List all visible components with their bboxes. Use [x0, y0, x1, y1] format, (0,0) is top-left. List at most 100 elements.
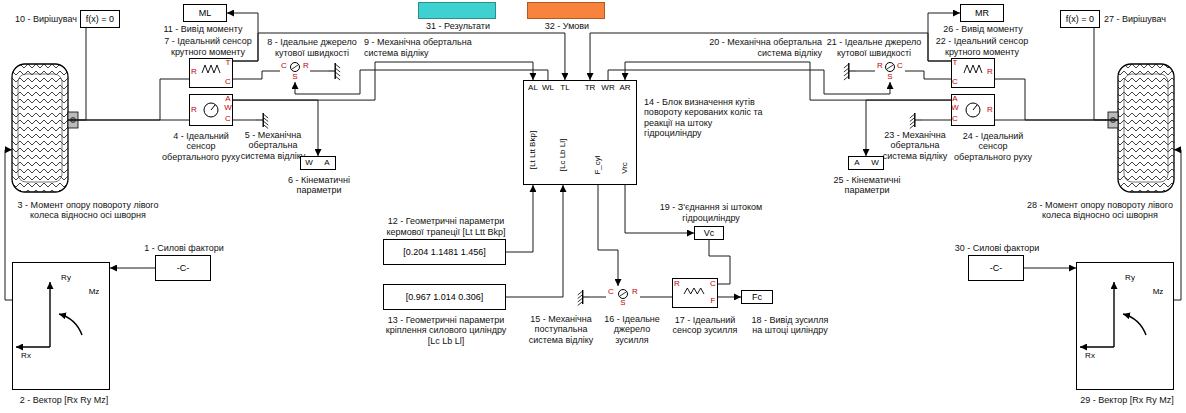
source-symbol: [886, 63, 895, 72]
reference-stem: [583, 297, 589, 298]
port-label: C: [710, 280, 716, 288]
source-arrow: [887, 65, 893, 69]
reference-hatch: [910, 121, 915, 125]
signal-label: [Lc Lb Ll]: [559, 139, 567, 171]
goto-tag: ML11 - Вивід моменту: [183, 4, 227, 22]
connector: [233, 71, 280, 79]
block-caption: 29 - Вектор [Rx Ry Mz]: [1071, 395, 1183, 405]
port-label: R: [191, 106, 197, 114]
port-label: F: [711, 297, 716, 305]
block-caption: 31 - Результати: [401, 21, 515, 31]
source-circle: [291, 63, 300, 72]
signal-label: A: [854, 159, 859, 167]
block-caption: 10 - Вирішувач: [7, 14, 77, 24]
constant-block: -C-1 - Силові фактори: [155, 255, 211, 281]
connector: [640, 296, 672, 297]
reference-symbol: [328, 63, 340, 80]
block-caption: 17 - Ідеальний сенсор зусилля: [667, 315, 743, 336]
connector: [68, 28, 86, 120]
block-caption: 16 - Ідеальне джерело зусилля: [600, 314, 664, 345]
signal-label: A: [324, 159, 329, 167]
port-label: R: [674, 280, 680, 288]
signal-label: Rx: [21, 352, 31, 360]
subsystem-block: 14 - Блок визначення кутів повороту керо…: [523, 80, 637, 185]
connector: [110, 268, 155, 269]
reference-stem: [915, 120, 922, 121]
force-vector-icon: [1080, 282, 1146, 347]
connector: [625, 62, 951, 100]
block-face: [0.967 1.014 0.306]: [384, 285, 505, 309]
translational-reference: 15 - Механічна поступальна система відлі…: [575, 290, 589, 304]
block-face: ML: [184, 5, 226, 21]
connector: [506, 185, 563, 297]
solver-block: f(x) = 027 - Вирішувач: [1060, 10, 1100, 28]
block-caption: 5 - Механічна обертальна система відліку: [240, 130, 306, 161]
vector-block: 29 - Вектор [Rx Ry Mz]: [1076, 262, 1174, 390]
reference-hatch: [263, 114, 268, 118]
reference-hatch: [844, 68, 849, 72]
mz-arc: [59, 314, 82, 335]
block-value: -C-: [990, 263, 1003, 273]
tire: [1118, 64, 1174, 192]
conditions-area: 32 - Умови: [527, 2, 605, 19]
reference-symbol: [578, 290, 589, 306]
block-value: Fc: [752, 292, 762, 302]
signal-label: Mz: [89, 288, 100, 296]
signal-label: Rx: [1085, 352, 1095, 360]
connector: [598, 185, 618, 286]
signal-label: Ry: [61, 274, 71, 282]
reference-hatch: [844, 64, 849, 68]
source-symbol: [291, 63, 300, 72]
block-caption: 6 - Кінематичні параметри: [269, 175, 369, 196]
rx-arrow: [1080, 346, 1114, 347]
signal-label: F_cyl: [594, 155, 602, 174]
constant-block: [0.204 1.1481 1.456]12 - Геометричні пар…: [383, 239, 506, 265]
block-face: f(x) = 0: [81, 11, 119, 27]
block-face: -C-: [969, 256, 1023, 280]
wheel: 28 - Момент опору повороту лівого колеса…: [1118, 64, 1174, 192]
reference-hatch: [263, 125, 268, 129]
source-circle: [619, 290, 628, 299]
block-face: Vc: [695, 227, 723, 239]
signal-label: Ry: [1125, 274, 1135, 282]
force-vector-icon: [16, 282, 82, 347]
connector: [589, 297, 606, 298]
port-label: W: [224, 104, 232, 112]
connector: [718, 296, 741, 297]
connector: [233, 62, 533, 100]
block-caption: 19 - З'єднання зі штоком гідроциліндру: [651, 202, 771, 223]
connector: [68, 120, 189, 121]
signal-label: WR: [601, 84, 614, 92]
reference-symbol: [256, 113, 268, 129]
block-caption: 21 - Ідеальне джерело кутової швидкості: [826, 37, 922, 58]
block-caption: 24 - Ідеальний сенсор обертального руху: [953, 131, 1033, 162]
block-value: [0.204 1.1481 1.456]: [403, 247, 486, 257]
connector: [922, 120, 951, 121]
dial-needle: [973, 105, 977, 110]
block-caption: 18 - Вивід зусилля на штоці циліндру: [747, 315, 833, 336]
reference-symbol: [910, 113, 922, 129]
reference-hatch: [335, 72, 340, 76]
signal-label: Vrc: [621, 162, 629, 174]
reference-stem: [849, 71, 856, 72]
block-caption: 11 - Вивід моменту: [153, 24, 253, 34]
block-value: [0.967 1.014 0.306]: [406, 292, 484, 302]
block-caption: 15 - Механічна поступальна система відлі…: [524, 314, 598, 345]
reference-hatch: [910, 118, 915, 122]
signal-label: TR: [585, 84, 596, 92]
port-label: A: [225, 95, 230, 103]
block-value: ML: [199, 8, 212, 18]
port-label: C: [225, 78, 231, 86]
port-label: C: [952, 115, 958, 123]
signal-label: W: [305, 159, 313, 167]
source-symbol: [619, 290, 628, 299]
port-label: C: [952, 78, 958, 86]
block-caption: 14 - Блок визначення кутів повороту керо…: [644, 97, 772, 138]
dial-needle: [211, 105, 215, 110]
wheel-figure: [1108, 64, 1174, 192]
connector: [1094, 28, 1118, 120]
block-face: -C-: [156, 256, 210, 280]
port-label: R: [632, 288, 638, 296]
